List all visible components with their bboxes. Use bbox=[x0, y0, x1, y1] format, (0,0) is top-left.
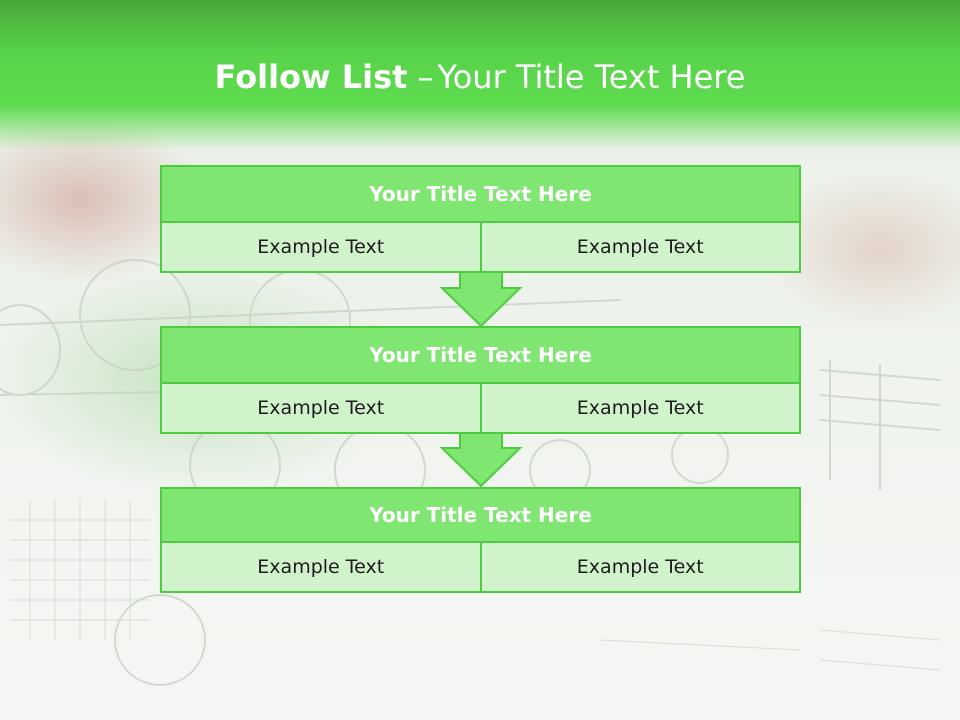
block-cell-left: Example Text bbox=[162, 223, 480, 271]
list-block-1: Your Title Text Here Example Text Exampl… bbox=[160, 165, 801, 273]
slide-title-bold: Follow List bbox=[214, 58, 408, 96]
slide-title: Follow List–Your Title Text Here bbox=[0, 52, 960, 102]
block-title: Your Title Text Here bbox=[160, 165, 801, 223]
block-row: Example Text Example Text bbox=[160, 543, 801, 593]
header-band bbox=[0, 0, 960, 150]
down-arrow-icon bbox=[439, 271, 523, 328]
block-cell-right: Example Text bbox=[479, 543, 799, 591]
list-block-2: Your Title Text Here Example Text Exampl… bbox=[160, 326, 801, 434]
slide-title-rest: Your Title Text Here bbox=[437, 58, 746, 96]
down-arrow-icon bbox=[439, 431, 523, 488]
slide-title-separator: – bbox=[417, 58, 434, 96]
list-block-3: Your Title Text Here Example Text Exampl… bbox=[160, 487, 801, 593]
block-title: Your Title Text Here bbox=[160, 487, 801, 543]
block-title: Your Title Text Here bbox=[160, 326, 801, 384]
block-cell-right: Example Text bbox=[479, 384, 799, 432]
block-row: Example Text Example Text bbox=[160, 223, 801, 273]
block-cell-right: Example Text bbox=[479, 223, 799, 271]
block-cell-left: Example Text bbox=[162, 384, 480, 432]
block-row: Example Text Example Text bbox=[160, 384, 801, 434]
block-cell-left: Example Text bbox=[162, 543, 480, 591]
